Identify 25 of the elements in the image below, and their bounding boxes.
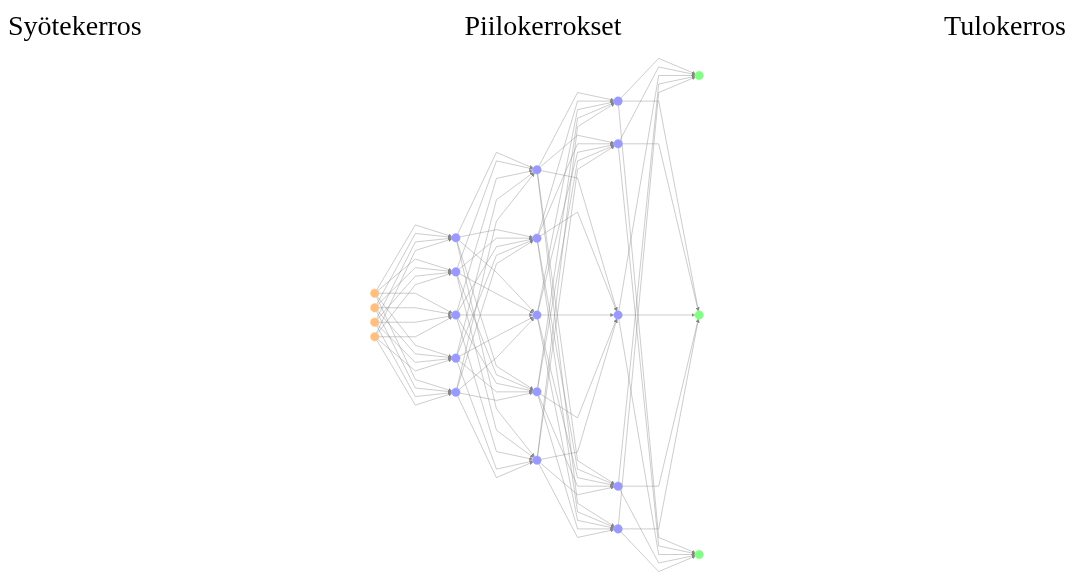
node-circle bbox=[613, 310, 623, 320]
node-circle bbox=[694, 71, 704, 80]
node-circle bbox=[532, 310, 542, 320]
layer-heading: Tulokerros bbox=[944, 10, 1066, 43]
node-circle bbox=[451, 233, 461, 243]
node-circle bbox=[451, 267, 461, 277]
node-circle bbox=[694, 310, 704, 320]
node-circle bbox=[370, 317, 380, 327]
node-circle bbox=[613, 139, 623, 149]
node-circle bbox=[451, 353, 461, 363]
node-circle bbox=[694, 550, 704, 559]
node-circle bbox=[451, 310, 461, 320]
node-circle bbox=[370, 288, 380, 298]
layer-heading: Piilokerrokset bbox=[464, 10, 622, 43]
node-circle bbox=[613, 481, 623, 491]
node-circle bbox=[532, 165, 542, 175]
node-circle bbox=[532, 455, 542, 465]
layer-heading: Syötekerros bbox=[8, 10, 142, 43]
node-circle bbox=[532, 233, 542, 243]
node-circle bbox=[451, 387, 461, 397]
node-circle bbox=[613, 524, 623, 534]
node-circle bbox=[613, 96, 623, 106]
node-circle bbox=[370, 332, 380, 342]
node-circle bbox=[370, 303, 380, 313]
node-circle bbox=[532, 387, 542, 397]
